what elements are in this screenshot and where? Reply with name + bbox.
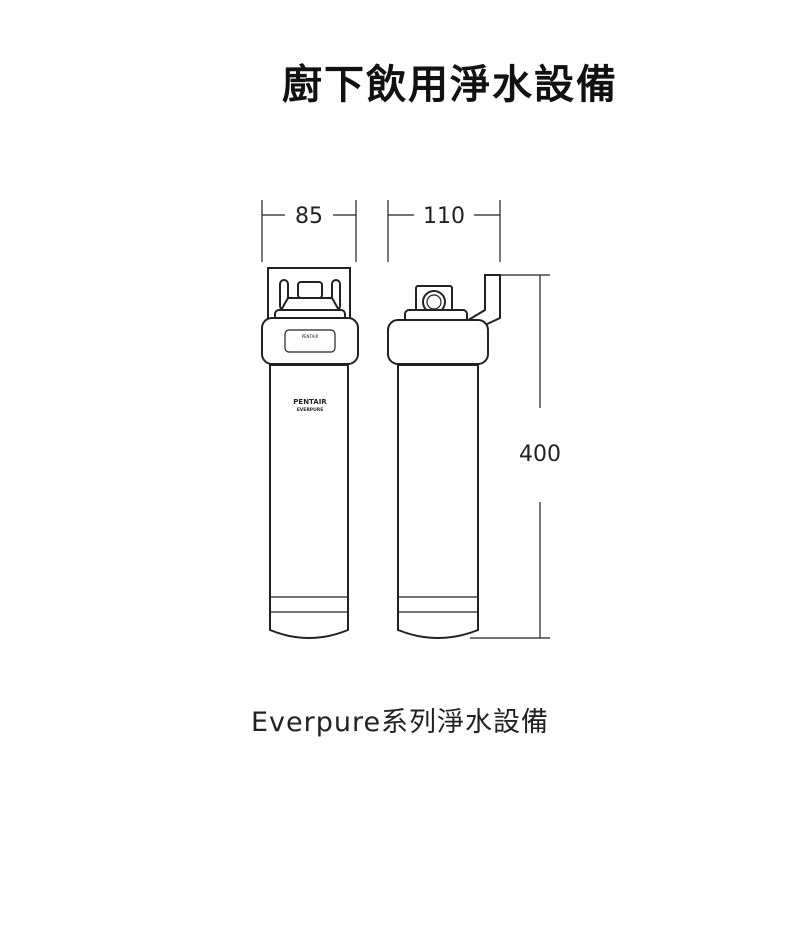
dimension-width-side: 110 [387,200,501,262]
cap-label: PENTAIR [302,334,319,339]
logo-brand: PENTAIR [293,398,327,406]
caption: Everpure系列淨水設備 [250,707,550,738]
dimension-400-label: 400 [519,442,561,467]
filter-front-view: PENTAIR PENTAIR EVERPURE [261,267,359,639]
filter-side-view [387,274,501,639]
page-title: 廚下飲用淨水設備 [282,62,618,108]
dimension-110-label: 110 [423,204,465,229]
logo-sub: EVERPURE [297,407,324,413]
dimension-height: 400 [470,274,561,639]
dimension-85-label: 85 [295,204,323,229]
dimension-width-front: 85 [261,200,357,262]
